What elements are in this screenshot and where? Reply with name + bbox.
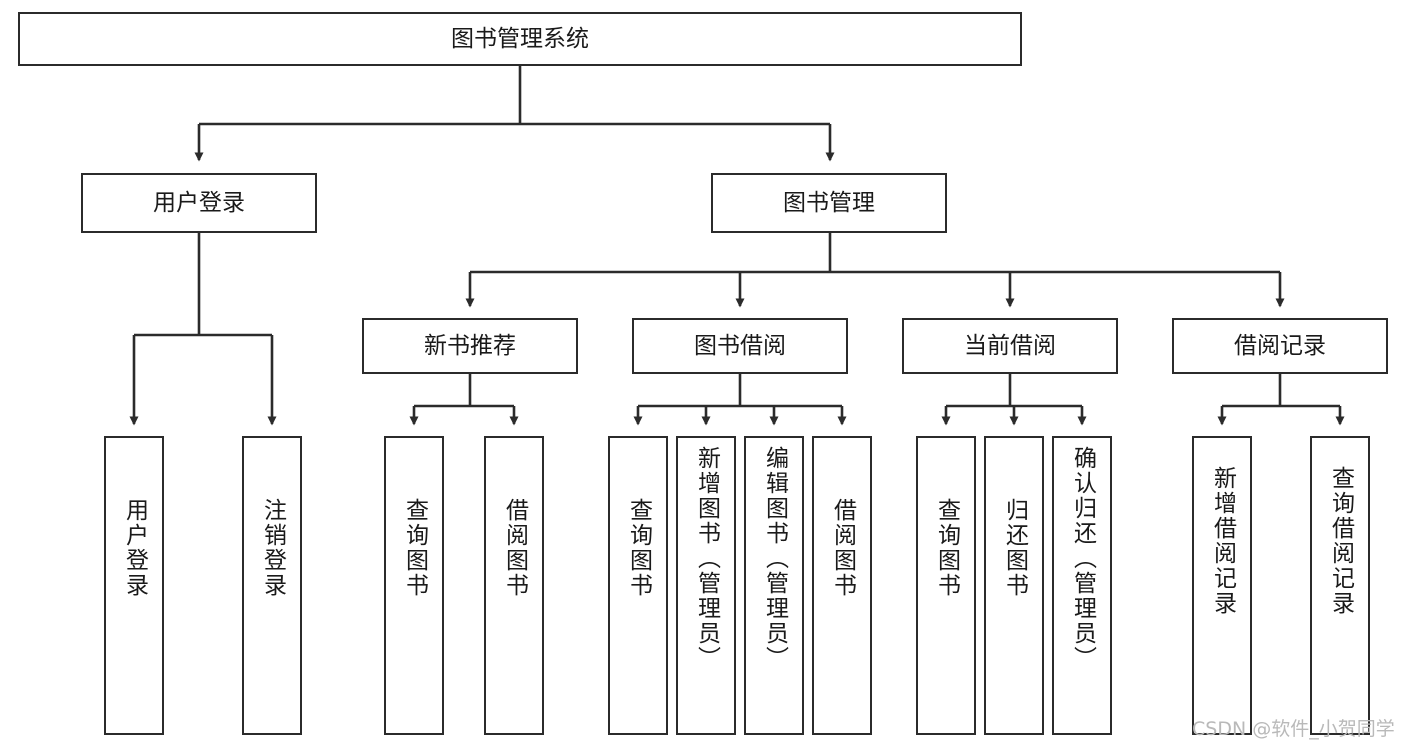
node-label: 借阅图书 bbox=[829, 498, 856, 598]
node-label: 图书管理 bbox=[783, 189, 875, 216]
node-leaf-confirm-return[interactable]: 确认归还（管理员） bbox=[1052, 436, 1112, 735]
node-leaf-query-book-1[interactable]: 查询图书 bbox=[384, 436, 444, 735]
node-user-login[interactable]: 用户登录 bbox=[81, 173, 317, 233]
edge-book-borrow-to-leaves bbox=[633, 374, 847, 426]
node-label: 确认归还（管理员） bbox=[1069, 446, 1096, 671]
node-leaf-edit-book[interactable]: 编辑图书（管理员） bbox=[744, 436, 804, 735]
node-leaf-query-record[interactable]: 查询借阅记录 bbox=[1310, 436, 1370, 735]
node-current-borrow[interactable]: 当前借阅 bbox=[902, 318, 1118, 374]
node-label: 新增图书（管理员） bbox=[693, 446, 720, 671]
node-leaf-borrow-book-1[interactable]: 借阅图书 bbox=[484, 436, 544, 735]
node-label: 图书管理系统 bbox=[451, 25, 589, 52]
edge-current-borrow-to-leaves bbox=[941, 374, 1087, 426]
node-leaf-add-book[interactable]: 新增图书（管理员） bbox=[676, 436, 736, 735]
node-label: 当前借阅 bbox=[964, 332, 1056, 359]
node-label: 归还图书 bbox=[1001, 498, 1028, 598]
node-label: 新书推荐 bbox=[424, 332, 516, 359]
node-leaf-return-book[interactable]: 归还图书 bbox=[984, 436, 1044, 735]
node-label: 查询图书 bbox=[401, 498, 428, 598]
node-leaf-logout-login[interactable]: 注销登录 bbox=[242, 436, 302, 735]
edge-user-login-to-leaves bbox=[129, 233, 277, 426]
node-leaf-query-book-2[interactable]: 查询图书 bbox=[608, 436, 668, 735]
node-label: 用户登录 bbox=[121, 498, 148, 598]
node-label: 注销登录 bbox=[259, 498, 286, 598]
edge-borrow-record-to-leaves bbox=[1217, 374, 1345, 426]
node-label: 查询图书 bbox=[933, 498, 960, 598]
node-label: 新增借阅记录 bbox=[1209, 466, 1236, 616]
node-root-system[interactable]: 图书管理系统 bbox=[18, 12, 1022, 66]
node-leaf-user-login[interactable]: 用户登录 bbox=[104, 436, 164, 735]
node-label: 图书借阅 bbox=[694, 332, 786, 359]
node-borrow-record[interactable]: 借阅记录 bbox=[1172, 318, 1388, 374]
node-label: 借阅记录 bbox=[1234, 332, 1326, 359]
node-label: 查询图书 bbox=[625, 498, 652, 598]
node-book-borrow[interactable]: 图书借阅 bbox=[632, 318, 848, 374]
edge-new-book-recommend-to-leaves bbox=[409, 374, 519, 426]
node-new-book-recommend[interactable]: 新书推荐 bbox=[362, 318, 578, 374]
edge-book-management-to-level3 bbox=[465, 233, 1285, 308]
node-label: 编辑图书（管理员） bbox=[761, 446, 788, 671]
node-label: 查询借阅记录 bbox=[1327, 466, 1354, 616]
node-book-management[interactable]: 图书管理 bbox=[711, 173, 947, 233]
node-leaf-add-record[interactable]: 新增借阅记录 bbox=[1192, 436, 1252, 735]
node-leaf-query-book-3[interactable]: 查询图书 bbox=[916, 436, 976, 735]
node-label: 借阅图书 bbox=[501, 498, 528, 598]
node-leaf-borrow-book-2[interactable]: 借阅图书 bbox=[812, 436, 872, 735]
node-label: 用户登录 bbox=[153, 189, 245, 216]
edge-root-to-level2 bbox=[194, 66, 835, 162]
